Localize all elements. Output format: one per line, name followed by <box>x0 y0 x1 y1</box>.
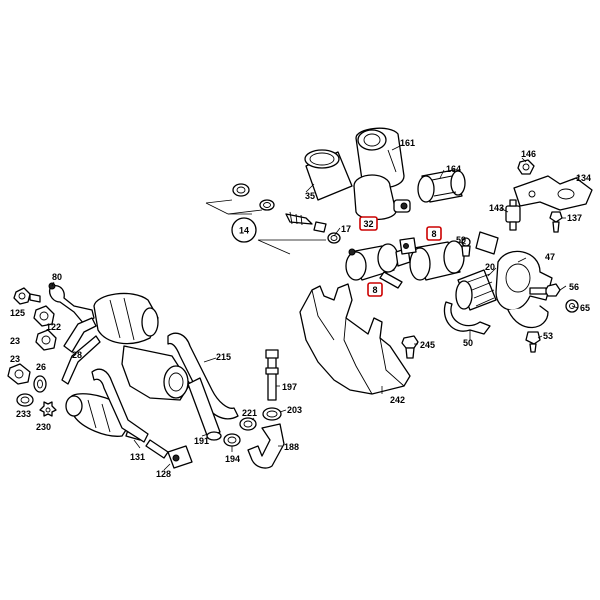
part-143-damper[interactable] <box>505 199 521 231</box>
part-fuel-line-left[interactable] <box>61 335 101 385</box>
label-122: 122 <box>46 322 61 332</box>
part-146-nut[interactable] <box>517 159 535 175</box>
part-245-screw[interactable] <box>401 335 419 359</box>
highlight-label-8-upper[interactable]: 8 <box>426 226 442 241</box>
part-128-connector[interactable] <box>145 439 193 469</box>
label-233: 233 <box>16 409 31 419</box>
label-125: 125 <box>10 308 25 318</box>
part-137-screw[interactable] <box>549 211 563 233</box>
part-labels: 161 164 35 17 59 20 47 143 146 134 137 5… <box>10 138 591 479</box>
part-26-ring[interactable] <box>33 375 47 393</box>
part-35-cup[interactable] <box>304 149 353 201</box>
part-230-star-washer[interactable] <box>39 401 57 417</box>
part-242-shield[interactable] <box>299 283 411 395</box>
part-221-clamp[interactable] <box>239 417 257 431</box>
part-50-clamp[interactable] <box>443 301 491 335</box>
part-8-fuel-pump-right[interactable] <box>399 237 465 281</box>
label-50: 50 <box>463 338 473 348</box>
label-56: 56 <box>569 282 579 292</box>
part-20-rubber-sleeve[interactable] <box>455 269 497 311</box>
leader-lines <box>51 144 581 471</box>
part-47-holder-bracket[interactable] <box>475 231 553 329</box>
part-233-cap[interactable] <box>16 393 34 407</box>
label-131: 131 <box>130 452 145 462</box>
label-47: 47 <box>545 252 555 262</box>
part-32-filter-body[interactable] <box>353 174 411 221</box>
label-146: 146 <box>521 149 536 159</box>
highlight-label-8-lower[interactable]: 8 <box>367 282 383 297</box>
part-161-filter-housing[interactable] <box>355 127 405 189</box>
part-197-pipe[interactable] <box>265 349 279 401</box>
label-134: 134 <box>576 173 591 183</box>
part-28-fuel-line[interactable] <box>63 317 97 353</box>
label-35: 35 <box>305 191 315 201</box>
label-194: 194 <box>225 454 240 464</box>
part-125-fitting[interactable] <box>13 287 41 305</box>
label-59: 59 <box>456 235 466 245</box>
label-26: 26 <box>36 362 46 372</box>
part-23-nut-upper[interactable] <box>35 329 57 351</box>
part-59-screw[interactable] <box>461 237 471 257</box>
label-137: 137 <box>567 213 582 223</box>
label-128: 128 <box>156 469 171 479</box>
part-203-clamp[interactable] <box>262 407 282 421</box>
label-17: 17 <box>341 224 351 234</box>
label-203: 203 <box>287 405 302 415</box>
part-8-fuel-pump-left[interactable] <box>345 243 411 289</box>
label-242: 242 <box>390 395 405 405</box>
label-20: 20 <box>485 262 495 272</box>
part-215-hose[interactable] <box>167 332 239 420</box>
label-80: 80 <box>52 272 62 282</box>
label-28: 28 <box>72 350 82 360</box>
part-164-sleeve[interactable] <box>417 169 466 203</box>
part-14-seal-group[interactable] <box>205 183 341 255</box>
label-32: 32 <box>363 219 373 229</box>
label-23-lower: 23 <box>10 354 20 364</box>
label-221: 221 <box>242 408 257 418</box>
label-23-upper: 23 <box>10 336 20 346</box>
highlight-label-32[interactable]: 32 <box>359 216 378 231</box>
part-53-screw[interactable] <box>525 331 541 353</box>
label-245: 245 <box>420 340 435 350</box>
part-80-fuel-line[interactable] <box>48 282 95 325</box>
callout-14[interactable]: 14 <box>231 217 257 243</box>
part-194-clamp[interactable] <box>223 433 241 447</box>
part-188-elbow-hose[interactable] <box>247 423 285 469</box>
label-53: 53 <box>543 331 553 341</box>
label-143: 143 <box>489 203 504 213</box>
part-fuel-line-131[interactable] <box>91 368 149 443</box>
label-230: 230 <box>36 422 51 432</box>
part-134-bracket-plate[interactable] <box>513 175 593 211</box>
label-191: 191 <box>194 436 209 446</box>
label-65: 65 <box>580 303 590 313</box>
label-164: 164 <box>446 164 461 174</box>
label-215: 215 <box>216 352 231 362</box>
label-8-upper: 8 <box>431 229 436 239</box>
part-56-bolt[interactable] <box>529 283 561 297</box>
part-122-nut[interactable] <box>33 305 55 327</box>
part-191-hose[interactable] <box>187 377 222 441</box>
label-161: 161 <box>400 138 415 148</box>
label-188: 188 <box>284 442 299 452</box>
part-pump-assembly-left[interactable] <box>93 292 191 401</box>
label-14: 14 <box>239 226 249 236</box>
label-197: 197 <box>282 382 297 392</box>
label-8-lower: 8 <box>372 285 377 295</box>
part-23-nut-lower[interactable] <box>7 363 31 385</box>
